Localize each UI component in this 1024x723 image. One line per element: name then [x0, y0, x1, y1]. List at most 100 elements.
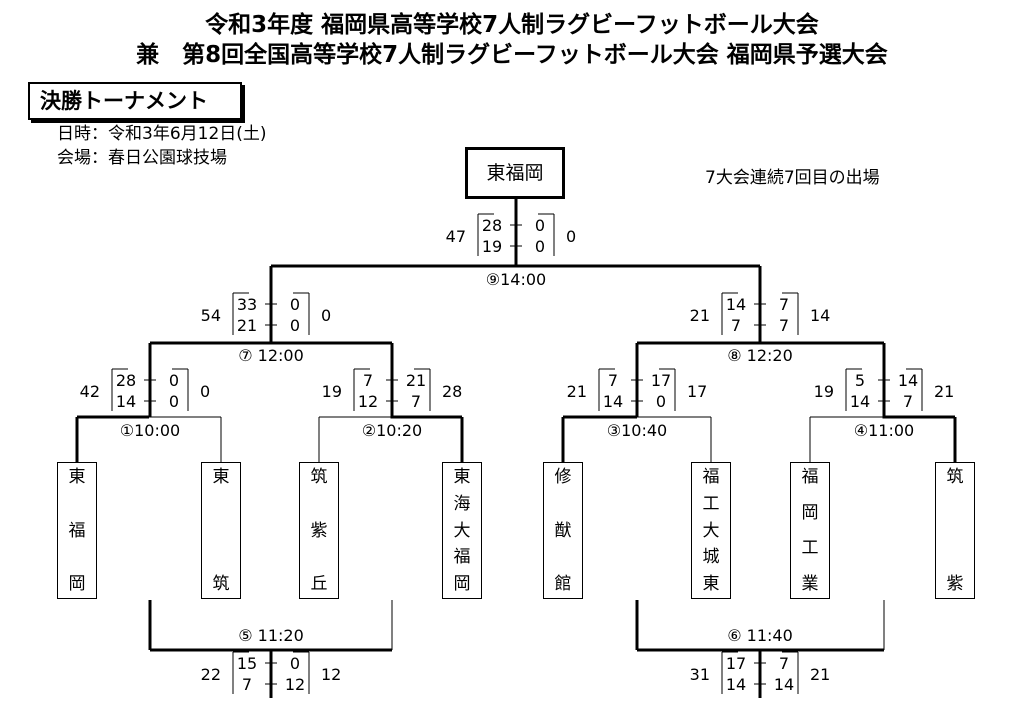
team-name-char: 東 — [68, 467, 86, 487]
score-total: 21 — [567, 382, 587, 401]
score-half: 19 — [482, 237, 502, 256]
score-total: 21 — [810, 665, 830, 684]
score-half: 14 — [898, 371, 918, 390]
team-name-char: 修 — [554, 467, 572, 487]
score-total: 14 — [810, 306, 830, 325]
team-name-char: 工 — [801, 538, 819, 559]
score-half: 7 — [363, 371, 373, 390]
match-label: ④11:00 — [854, 421, 914, 440]
match-label: ⑦ 12:00 — [238, 346, 304, 365]
score-total: 22 — [201, 665, 221, 684]
score-half: 14 — [850, 392, 870, 411]
match-label: ①10:00 — [120, 421, 180, 440]
score-half: 0 — [290, 295, 300, 314]
tournament-subtitle: 兼 第8回全国高等学校7人制ラグビーフットボール大会 福岡県予選大会 — [136, 42, 888, 68]
team-name-char: 福 — [68, 520, 86, 541]
score-total: 28 — [442, 382, 462, 401]
score-total: 21 — [934, 382, 954, 401]
team-name-char: 東 — [212, 467, 230, 487]
score-total: 54 — [201, 306, 221, 325]
team-name-char: 東 — [453, 467, 471, 487]
team-name-char: 工 — [702, 493, 720, 514]
score-total: 47 — [446, 227, 466, 246]
score-half: 7 — [779, 654, 789, 673]
team-name-char: 岡 — [801, 502, 819, 523]
team-name-char: 業 — [801, 573, 819, 594]
team-box-5: 修猷館 — [543, 462, 583, 599]
score-half: 7 — [608, 371, 618, 390]
team-name-char: 紫 — [310, 520, 328, 541]
team-name-char: 大 — [702, 520, 720, 541]
match-label: ②10:20 — [362, 421, 422, 440]
score-total: 42 — [80, 382, 100, 401]
score-half: 17 — [726, 654, 746, 673]
team-name-char: 筑 — [212, 574, 230, 594]
team-name-char: 福 — [453, 547, 471, 568]
match-label: ⑥ 11:40 — [727, 626, 793, 645]
score-total: 0 — [321, 306, 331, 325]
score-total: 31 — [690, 665, 710, 684]
team-name-char: 福 — [801, 467, 819, 487]
match-label: ⑧ 12:20 — [727, 346, 793, 365]
team-name-char: 福 — [702, 467, 720, 487]
score-half: 28 — [116, 371, 136, 390]
score-half: 0 — [290, 316, 300, 335]
team-name-char: 猷 — [554, 520, 572, 541]
score-total: 17 — [687, 382, 707, 401]
champion-box: 東福岡 — [465, 147, 565, 199]
tournament-title: 令和3年度 福岡県高等学校7人制ラグビーフットボール大会 — [205, 12, 819, 38]
score-half: 12 — [285, 675, 305, 694]
score-total: 0 — [566, 227, 576, 246]
score-half: 7 — [731, 316, 741, 335]
section-label: 決勝トーナメント — [28, 82, 242, 120]
score-half: 5 — [855, 371, 865, 390]
match-label: ③10:40 — [607, 421, 667, 440]
score-half: 12 — [358, 392, 378, 411]
score-half: 0 — [535, 237, 545, 256]
score-half: 0 — [535, 216, 545, 235]
team-name-char: 筑 — [946, 467, 964, 487]
team-name-char: 紫 — [946, 574, 964, 594]
champion-note: 7大会連続7回目の出場 — [705, 168, 880, 188]
team-name-char: 丘 — [310, 574, 328, 594]
team-name-char: 城 — [702, 547, 720, 568]
team-box-8: 筑紫 — [935, 462, 975, 599]
team-name-char: 大 — [453, 520, 471, 541]
score-half: 0 — [290, 654, 300, 673]
score-half: 7 — [779, 295, 789, 314]
score-half: 17 — [651, 371, 671, 390]
score-total: 19 — [814, 382, 834, 401]
team-name-char: 岡 — [68, 574, 86, 594]
score-half: 15 — [237, 654, 257, 673]
score-half: 7 — [779, 316, 789, 335]
team-box-6: 福工大城東 — [691, 462, 731, 599]
score-half: 14 — [774, 675, 794, 694]
team-box-3: 筑紫丘 — [299, 462, 339, 599]
match-label: ⑨14:00 — [486, 270, 546, 289]
match-label: ⑤ 11:20 — [238, 626, 304, 645]
team-name-char: 海 — [453, 493, 471, 514]
team-name-char: 館 — [554, 574, 572, 594]
score-half: 0 — [169, 371, 179, 390]
team-box-4: 東海大福岡 — [442, 462, 482, 599]
score-half: 7 — [411, 392, 421, 411]
team-name-char: 東 — [702, 574, 720, 594]
score-total: 21 — [690, 306, 710, 325]
team-box-7: 福岡工業 — [790, 462, 830, 599]
score-half: 14 — [116, 392, 136, 411]
event-venue: 会場：春日公園球技場 — [57, 148, 227, 168]
score-half: 21 — [237, 316, 257, 335]
score-half: 33 — [237, 295, 257, 314]
score-half: 7 — [903, 392, 913, 411]
team-name-char: 岡 — [453, 574, 471, 594]
score-half: 0 — [169, 392, 179, 411]
score-half: 28 — [482, 216, 502, 235]
score-total: 12 — [321, 665, 341, 684]
team-box-1: 東福岡 — [57, 462, 97, 599]
team-box-2: 東筑 — [201, 462, 241, 599]
score-total: 0 — [200, 382, 210, 401]
score-half: 14 — [726, 675, 746, 694]
score-half: 21 — [406, 371, 426, 390]
score-half: 14 — [726, 295, 746, 314]
